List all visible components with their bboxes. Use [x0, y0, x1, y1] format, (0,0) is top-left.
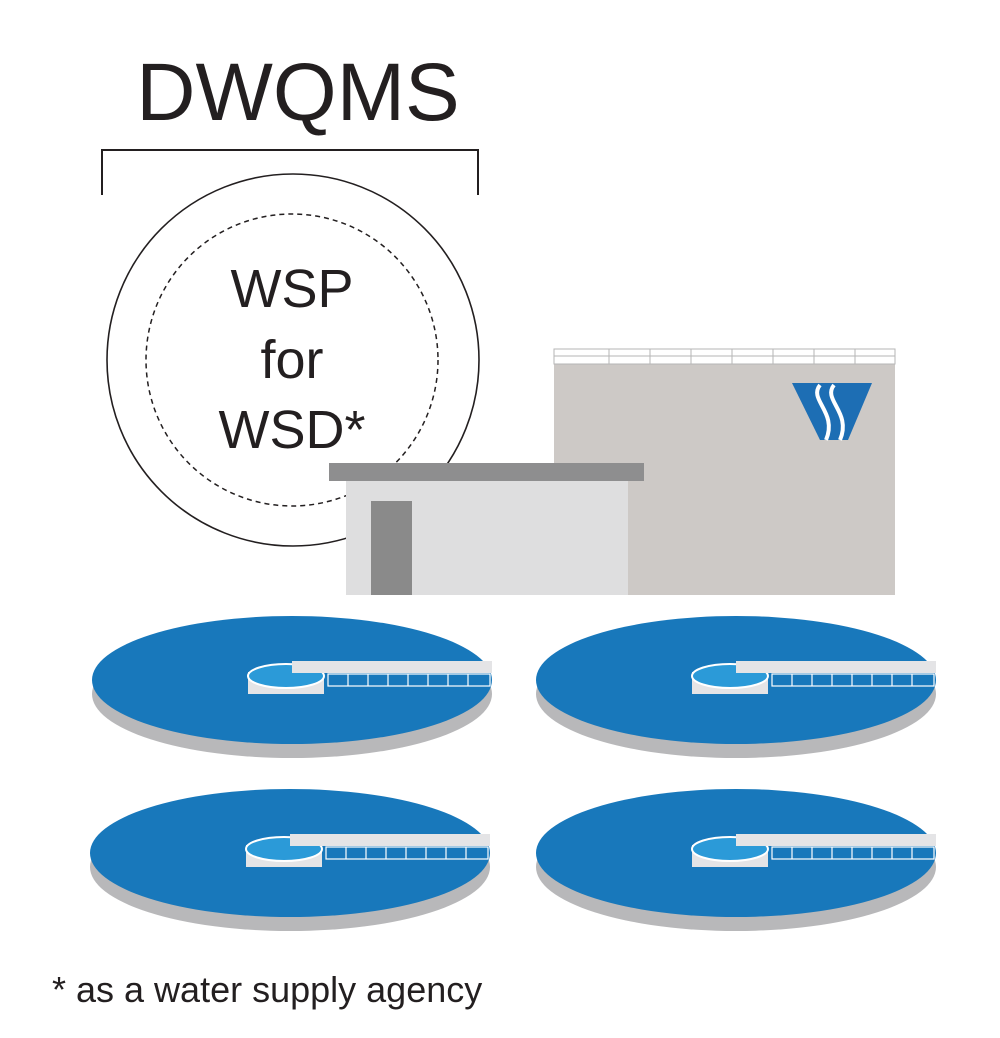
wsd-logo-icon [792, 383, 872, 441]
tank-bridge [290, 834, 490, 846]
settling-tank [536, 616, 936, 758]
settling-tank [90, 789, 490, 931]
settling-tanks [90, 616, 936, 931]
annex-door [371, 501, 412, 595]
dwqms-title: DWQMS [136, 47, 459, 138]
inner-dashed-circle [145, 213, 439, 507]
annex-roof [329, 463, 644, 481]
title-bracket [101, 149, 479, 195]
circle-line-wsp: WSP [230, 259, 353, 319]
annex-building [329, 463, 644, 595]
tank-bridge [736, 834, 936, 846]
settling-tank [536, 789, 936, 931]
footnote: * as a water supply agency [52, 969, 482, 1010]
tank-walkway [327, 673, 491, 687]
tank-bridge [292, 661, 492, 673]
circle-line-wsd: WSD* [219, 400, 366, 460]
settling-tank [92, 616, 492, 758]
roof-railing [553, 348, 896, 365]
circle-line-for: for [260, 330, 323, 390]
tank-walkway [325, 846, 489, 860]
tank-walkway [771, 846, 935, 860]
tank-walkway [771, 673, 935, 687]
tank-bridge [736, 661, 936, 673]
outer-circle [106, 173, 480, 547]
